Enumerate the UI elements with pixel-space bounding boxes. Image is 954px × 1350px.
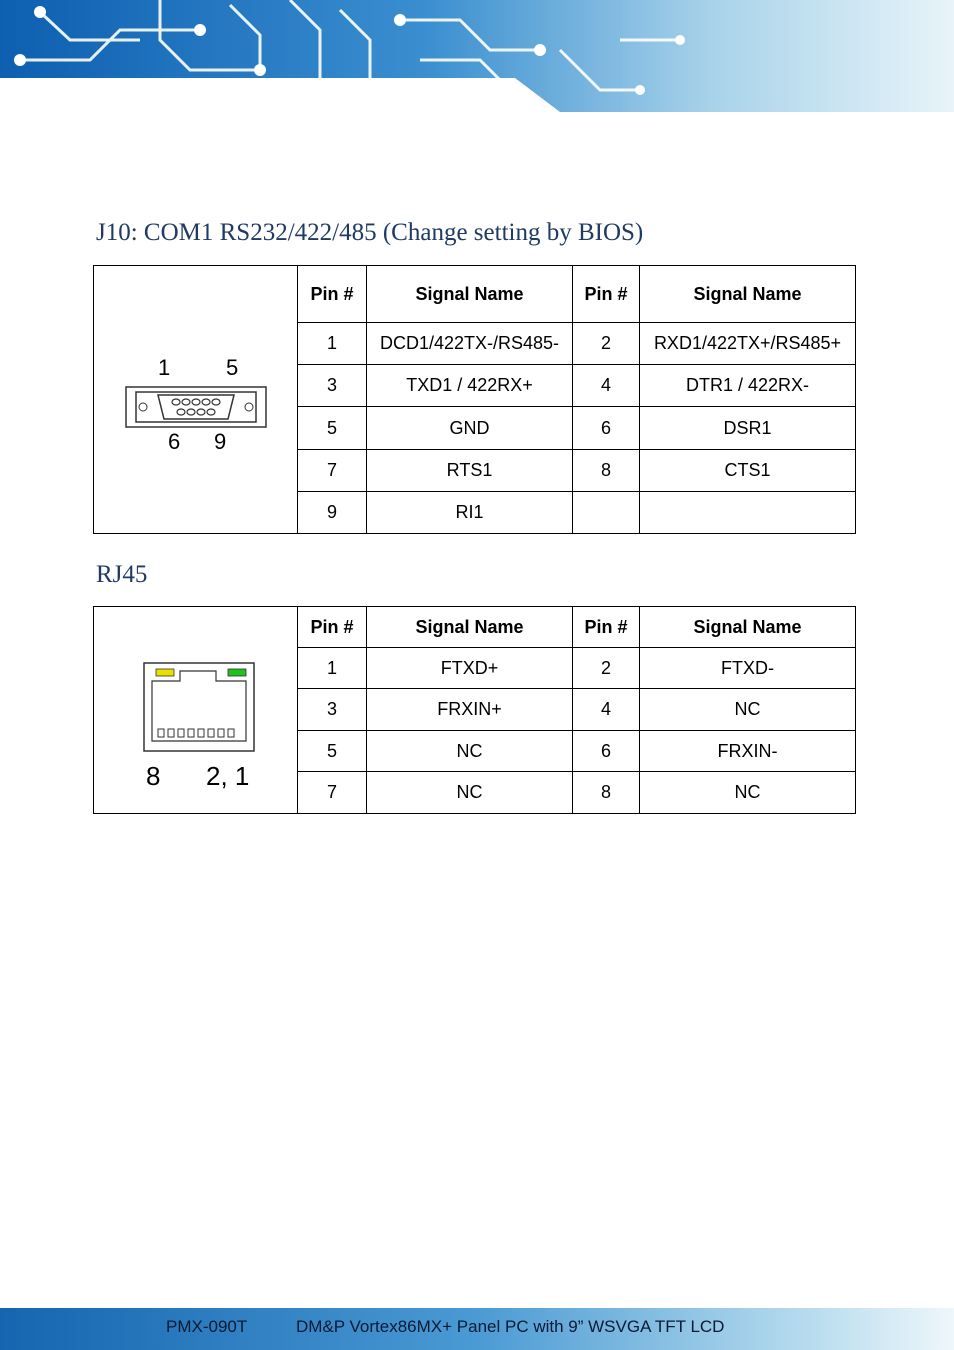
pin-cell: 7 bbox=[297, 449, 367, 492]
table-header-row: 1 5 6 9 Pin # Signal Name Pin # Signal N… bbox=[93, 265, 856, 534]
db9-label-9: 9 bbox=[214, 429, 226, 454]
table-header-row: 8 2, 1 Pin # Signal Name Pin # Signal Na… bbox=[93, 606, 856, 814]
table-row: 7 RTS1 8 CTS1 bbox=[94, 449, 856, 492]
pin-cell: 2 bbox=[572, 322, 640, 365]
signal-cell: CTS1 bbox=[639, 449, 856, 492]
table-row: 7 NC 8 NC bbox=[94, 771, 856, 814]
db9-label-5: 5 bbox=[226, 355, 238, 380]
signal-cell: FRXIN- bbox=[639, 730, 856, 772]
pin-cell: 8 bbox=[572, 449, 640, 492]
signal-cell: FRXIN+ bbox=[366, 688, 573, 731]
signal-cell bbox=[639, 491, 856, 534]
signal-cell: GND bbox=[366, 406, 573, 450]
signal-cell: NC bbox=[366, 771, 573, 814]
col-header-pin: Pin # bbox=[572, 265, 640, 323]
signal-cell: DTR1 / 422RX- bbox=[639, 364, 856, 407]
footer-model: PMX-090T bbox=[166, 1317, 248, 1336]
db9-connector-icon: 1 5 6 9 bbox=[124, 355, 267, 454]
table-row: 5 GND 6 DSR1 bbox=[94, 406, 856, 450]
rj45-label-2-1: 2, 1 bbox=[206, 761, 249, 791]
signal-cell: FTXD- bbox=[639, 647, 856, 689]
rj45-label-8: 8 bbox=[146, 761, 160, 791]
rj45-connector-icon: 8 2, 1 bbox=[142, 661, 255, 791]
pin-cell: 2 bbox=[572, 647, 640, 689]
col-header-signal: Signal Name bbox=[366, 606, 573, 648]
signal-cell: NC bbox=[639, 771, 856, 814]
pin-cell bbox=[572, 491, 640, 534]
pin-cell: 4 bbox=[572, 688, 640, 731]
table-row: 1 FTXD+ 2 FTXD- bbox=[94, 647, 856, 689]
col-header-signal: Signal Name bbox=[639, 265, 856, 323]
db9-label-6: 6 bbox=[168, 429, 180, 454]
signal-cell: DCD1/422TX-/RS485- bbox=[366, 322, 573, 365]
pin-cell: 3 bbox=[297, 364, 367, 407]
pin-cell: 7 bbox=[297, 771, 367, 814]
led-green-icon bbox=[227, 668, 246, 676]
signal-cell: NC bbox=[639, 688, 856, 731]
pin-cell: 5 bbox=[297, 406, 367, 450]
footer-description: DM&P Vortex86MX+ Panel PC with 9” WSVGA … bbox=[296, 1317, 725, 1336]
signal-cell: TXD1 / 422RX+ bbox=[366, 364, 573, 407]
led-yellow-icon bbox=[155, 668, 174, 676]
signal-cell: RXD1/422TX+/RS485+ bbox=[639, 322, 856, 365]
table-row: 5 NC 6 FRXIN- bbox=[94, 730, 856, 772]
rj45-pin-table: 8 2, 1 Pin # Signal Name Pin # Signal Na… bbox=[93, 606, 856, 814]
pin-cell: 3 bbox=[297, 688, 367, 731]
signal-cell: DSR1 bbox=[639, 406, 856, 450]
header-circuit-banner bbox=[0, 0, 954, 112]
signal-cell: FTXD+ bbox=[366, 647, 573, 689]
table-row: 1 DCD1/422TX-/RS485- 2 RXD1/422TX+/RS485… bbox=[94, 322, 856, 365]
col-header-pin: Pin # bbox=[297, 606, 367, 648]
pin-cell: 9 bbox=[297, 491, 367, 534]
db9-connector-image: 1 5 6 9 bbox=[93, 265, 298, 534]
section-title-com1: J10: COM1 RS232/422/485 (Change setting … bbox=[96, 219, 644, 246]
footer-banner bbox=[0, 1308, 954, 1350]
pin-cell: 1 bbox=[297, 647, 367, 689]
signal-cell: NC bbox=[366, 730, 573, 772]
pin-cell: 6 bbox=[572, 406, 640, 450]
signal-cell: RI1 bbox=[366, 491, 573, 534]
pin-cell: 1 bbox=[297, 322, 367, 365]
table-row: 9 RI1 bbox=[94, 491, 856, 534]
pin-cell: 5 bbox=[297, 730, 367, 772]
col-header-pin: Pin # bbox=[572, 606, 640, 648]
col-header-pin: Pin # bbox=[297, 265, 367, 323]
com1-pin-table: 1 5 6 9 Pin # Signal Name Pin # Signal N… bbox=[93, 265, 856, 534]
signal-cell: RTS1 bbox=[366, 449, 573, 492]
pin-cell: 4 bbox=[572, 364, 640, 407]
db9-label-1: 1 bbox=[158, 355, 170, 380]
rj45-connector-image: 8 2, 1 bbox=[93, 606, 298, 814]
col-header-signal: Signal Name bbox=[639, 606, 856, 648]
pin-cell: 8 bbox=[572, 771, 640, 814]
pin-cell: 6 bbox=[572, 730, 640, 772]
col-header-signal: Signal Name bbox=[366, 265, 573, 323]
table-row: 3 TXD1 / 422RX+ 4 DTR1 / 422RX- bbox=[94, 364, 856, 407]
section-title-rj45: RJ45 bbox=[96, 561, 148, 588]
